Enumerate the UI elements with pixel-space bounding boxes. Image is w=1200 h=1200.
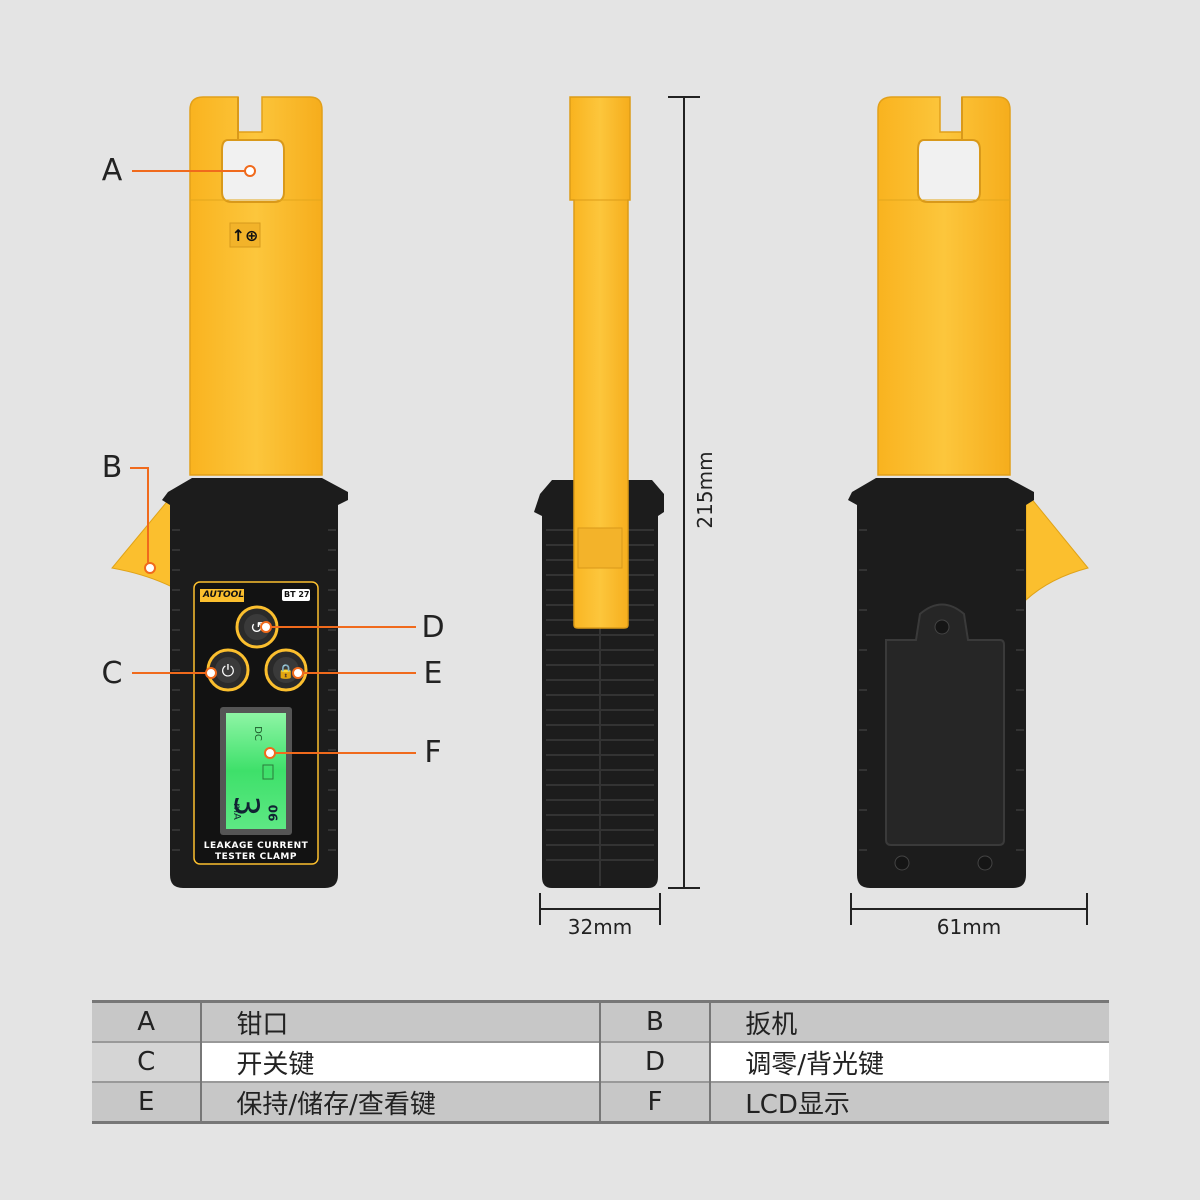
- lcd-unit: mA: [230, 803, 242, 820]
- callout-label-e: E: [423, 656, 443, 691]
- battery-cover-screw: [934, 619, 950, 635]
- dimension-thickness-label: 32mm: [567, 915, 633, 939]
- side-jaw: [569, 96, 631, 629]
- legend-desc: 扳机: [710, 1000, 1109, 1042]
- dimension-height: [668, 96, 700, 889]
- lock-icon: 🔒: [277, 664, 294, 680]
- legend-table: A 钳口 B 扳机 C 开关键 D 调零/背光键 E 保持/储存/查看键 F L…: [92, 1000, 1109, 1124]
- back-screw-left: [894, 855, 910, 871]
- trigger: [111, 490, 179, 591]
- polarity-icon: [229, 222, 261, 248]
- back-trigger: [1025, 490, 1089, 602]
- svg-text:↑⊕: ↑⊕: [232, 226, 259, 245]
- legend-key: D: [599, 1041, 712, 1082]
- power-icon: ⏻: [222, 661, 235, 680]
- brand-logo: AUTOOL: [203, 590, 245, 600]
- dimension-width: [850, 893, 1088, 925]
- brand-badge: [200, 589, 244, 602]
- lcd-small-value: 06: [265, 804, 280, 822]
- lcd-mode: DC: [251, 726, 263, 741]
- callout-label-a: A: [101, 153, 123, 188]
- callout-lines: [130, 165, 416, 759]
- callout-label-f: F: [424, 735, 442, 770]
- rotate-icon: ↺: [250, 618, 263, 637]
- battery-cover: [885, 603, 1005, 846]
- dimension-width-label: 61mm: [936, 915, 1002, 939]
- panel-text-line1: LEAKAGE CURRENT: [203, 841, 309, 851]
- callout-label-c: C: [101, 656, 123, 691]
- hold-save-view-button[interactable]: 🔒: [264, 648, 308, 692]
- side-trigger-grip: [577, 527, 623, 569]
- back-screw-right: [977, 855, 993, 871]
- legend-desc: 钳口: [201, 1000, 601, 1042]
- back-jaw-opening: [917, 139, 981, 203]
- legend-key: B: [599, 1000, 712, 1042]
- legend-key: A: [92, 1000, 203, 1042]
- legend-key: C: [92, 1041, 203, 1082]
- legend-row: E 保持/储存/查看键 F LCD显示: [92, 1081, 1109, 1124]
- callout-label-b: B: [101, 450, 123, 485]
- dimension-height-label: 215mm: [693, 451, 717, 529]
- dimension-thickness: [539, 893, 661, 925]
- legend-row: A 钳口 B 扳机: [92, 1000, 1109, 1042]
- lcd-segment: [262, 764, 274, 780]
- legend-desc: 保持/储存/查看键: [201, 1081, 601, 1124]
- legend-key: E: [92, 1081, 203, 1124]
- side-view: [534, 96, 664, 888]
- model-badge: [282, 589, 310, 601]
- legend-desc: 调零/背光键: [710, 1041, 1109, 1082]
- back-view: [848, 96, 1089, 888]
- power-button[interactable]: ⏻: [206, 648, 250, 692]
- body-grip-ridges: [172, 529, 336, 851]
- legend-desc: 开关键: [201, 1041, 601, 1082]
- model-label: BT 270: [284, 590, 316, 599]
- callout-label-d: D: [421, 610, 445, 645]
- legend-row: C 开关键 D 调零/背光键: [92, 1041, 1109, 1082]
- lcd-screen: [226, 713, 286, 829]
- legend-desc: LCD显示: [710, 1081, 1109, 1124]
- panel-text-line2: TESTER CLAMP: [215, 852, 297, 862]
- legend-key: F: [599, 1081, 712, 1124]
